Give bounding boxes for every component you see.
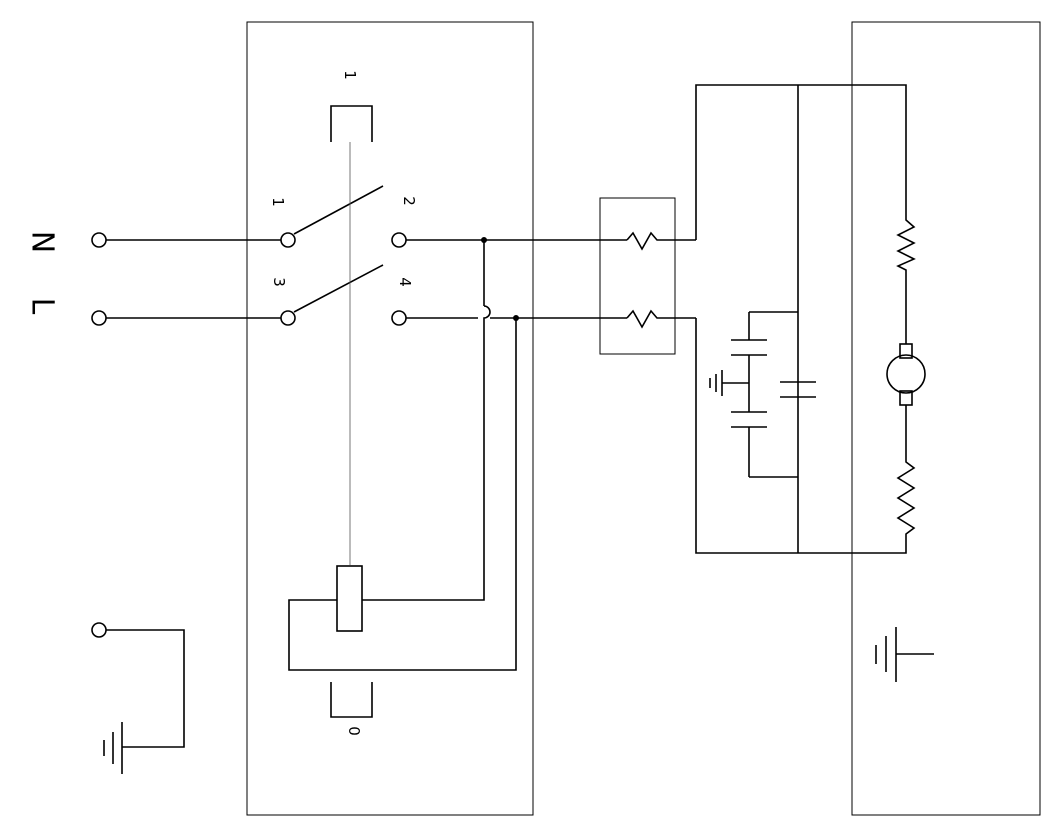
- label-contact-3: 3: [270, 277, 288, 287]
- junction-n: [481, 237, 487, 243]
- label-contact-1: 1: [269, 197, 287, 207]
- wire-bottom-loop: [695, 318, 907, 554]
- contact-2: [391, 232, 407, 248]
- label-contact-4: 4: [396, 277, 414, 287]
- contact-4: [391, 310, 407, 326]
- motor-brush-top: [899, 343, 913, 359]
- relay-coil: [336, 565, 363, 632]
- heater-resistor-2: [626, 309, 696, 329]
- motor: [886, 354, 926, 394]
- junction-l: [513, 315, 519, 321]
- label-button-off: 0: [345, 726, 363, 736]
- terminal-n: [91, 232, 107, 248]
- heater-resistor-1: [626, 231, 696, 251]
- wire-coil-right: [362, 330, 485, 601]
- contact-1: [280, 232, 296, 248]
- button-off-bracket: [330, 682, 373, 718]
- terminal-l: [91, 310, 107, 326]
- label-l: L: [25, 298, 60, 315]
- field-resistor-1: [896, 215, 916, 344]
- wire-crossover: [483, 305, 491, 330]
- terminal-ground: [91, 622, 107, 638]
- button-on-bracket: [330, 105, 373, 142]
- switch-lever-2: [293, 264, 384, 313]
- label-contact-2: 2: [400, 196, 418, 206]
- label-n: N: [25, 231, 60, 253]
- wire-coil-left: [288, 316, 517, 671]
- wire-top-loop: [695, 84, 907, 240]
- field-resistor-2: [896, 405, 916, 540]
- label-button-on: 1: [341, 70, 359, 80]
- contact-3: [280, 310, 296, 326]
- motor-enclosure: [851, 21, 1041, 816]
- switch-enclosure: [246, 21, 534, 816]
- heater-enclosure: [599, 197, 676, 355]
- wire-ground: [106, 629, 185, 748]
- switch-lever-1: [293, 185, 384, 235]
